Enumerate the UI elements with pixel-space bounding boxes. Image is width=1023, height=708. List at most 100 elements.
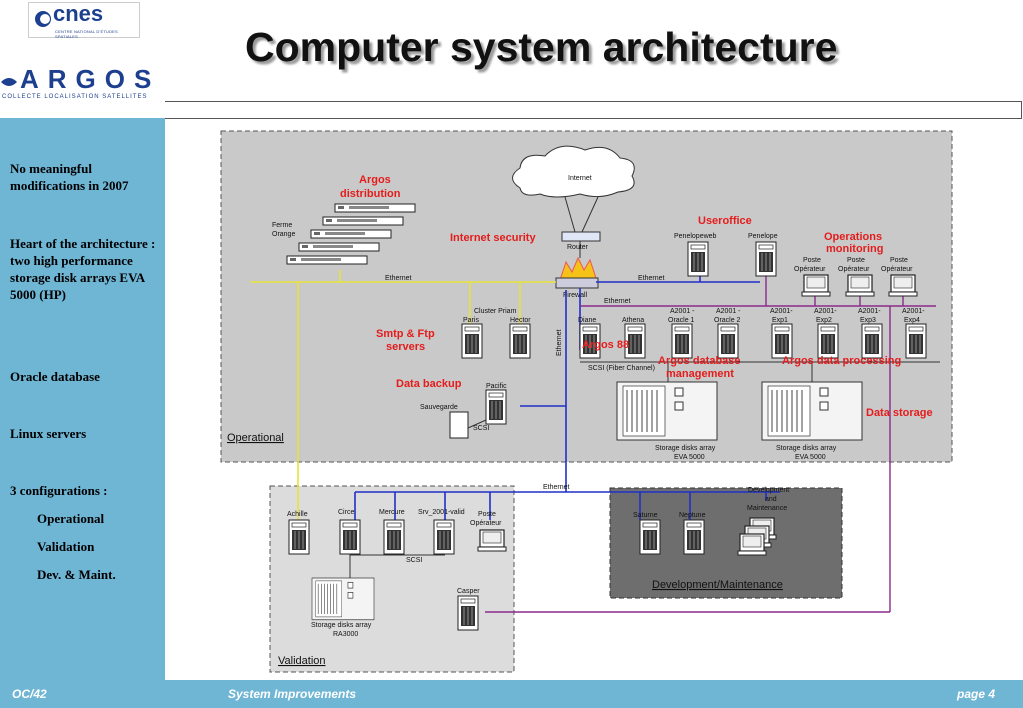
monitor-poste-valid-icon	[477, 529, 507, 552]
poste1-label-b: Opérateur	[794, 266, 826, 273]
server-srv-valid-icon	[433, 519, 455, 555]
internet-label: Internet	[568, 175, 592, 182]
smtp-ftp-label-a: Smtp & Ftp	[376, 328, 435, 340]
operations-monitoring-label-a: Operations	[824, 231, 882, 243]
db-management-label-b: management	[666, 368, 734, 380]
footer-left: OC/42	[12, 687, 47, 701]
eva1-label-a: Storage disks array	[655, 445, 716, 452]
sidebar-text-modifications: No meaningful modifications in 2007	[10, 161, 129, 193]
argos-distribution-label-a: Argos	[359, 174, 391, 186]
storage-eva2-icon	[761, 381, 863, 441]
rack-3-icon	[310, 229, 392, 239]
sidebar-config-operational: Operational	[37, 511, 105, 526]
server-oracle2-icon	[717, 323, 739, 359]
footer-page-number: page 4	[957, 687, 996, 701]
argos-logo-mark-icon	[1, 78, 17, 86]
oracle2-label-a: A2001 -	[716, 308, 741, 315]
exp3-label-a: A2001-	[858, 308, 881, 315]
poste2-label-a: Poste	[847, 257, 865, 264]
oracle1-label-a: A2001 -	[670, 308, 695, 315]
poste3-label-b: Opérateur	[881, 266, 913, 273]
cnes-logo-text: cnes	[53, 1, 104, 26]
poste3-label-a: Poste	[890, 257, 908, 264]
pacific-label: Pacific	[486, 383, 507, 390]
monitor-poste2-icon	[845, 274, 875, 297]
firewall-flame-icon	[559, 256, 597, 281]
server-paris-icon	[461, 323, 483, 359]
athena-label: Athena	[622, 317, 644, 324]
eva2-label-b: EVA 5000	[795, 454, 826, 461]
eva1-label-b: EVA 5000	[674, 454, 705, 461]
server-mercure-icon	[383, 519, 405, 555]
db-management-label-a: Argos database	[658, 355, 741, 367]
sidebar	[0, 118, 165, 680]
scsi-fc-label: SCSI (Fiber Channel)	[588, 365, 655, 372]
server-achille-icon	[288, 519, 310, 555]
firewall-icon	[555, 277, 599, 289]
data-backup-label: Data backup	[396, 378, 462, 390]
operations-monitoring-label-b: monitoring	[826, 243, 883, 255]
cluster-priam-label: Cluster Priam	[474, 308, 517, 315]
router-label: Router	[567, 244, 589, 251]
mercure-label: Mercure	[379, 509, 405, 516]
exp1-label-a: A2001-	[770, 308, 793, 315]
poste-valid-label-a: Poste	[478, 511, 496, 518]
sidebar-text-configurations: 3 configurations :	[10, 483, 108, 498]
link-internet-router-a	[564, 196, 576, 233]
argos-distribution-label-b: distribution	[340, 188, 401, 200]
oracle2-label-b: Oracle 2	[714, 317, 741, 324]
router-icon	[561, 231, 601, 242]
rack-4-icon	[298, 242, 380, 252]
internet-cloud-icon	[512, 145, 635, 198]
ethernet-label-validation: Ethernet	[543, 484, 570, 491]
scsi-backup-label: SCSI	[473, 425, 489, 432]
page-title: Computer system architecture	[245, 24, 838, 70]
rack-5-icon	[286, 255, 368, 265]
storage-eva1-icon	[616, 381, 718, 441]
sidebar-config-devmaint: Dev. & Maint.	[37, 567, 116, 582]
devmaint-label-b: and	[765, 496, 777, 503]
monitor-poste3-icon	[888, 274, 918, 297]
server-hector-icon	[509, 323, 531, 359]
footer-center: System Improvements	[228, 687, 357, 701]
footer-bar: OC/42 System Improvements page 4	[0, 680, 1023, 708]
diane-label: Diane	[578, 317, 596, 324]
cnes-logo-mark-icon	[35, 11, 51, 27]
devmaint-label-a: Development	[748, 487, 789, 494]
poste2-label-b: Opérateur	[838, 266, 870, 273]
exp4-label-a: A2001-	[902, 308, 925, 315]
server-exp3-icon	[861, 323, 883, 359]
circe-label: Circe	[338, 509, 354, 516]
argos-logo: ARGOS COLLECTE LOCALISATION SATELLITES	[0, 64, 166, 104]
rack-2-icon	[322, 216, 404, 226]
ra3000-label-a: Storage disks array	[311, 622, 372, 629]
ethernet-label-yellow: Ethernet	[385, 275, 412, 282]
cnes-logo-subtitle: CENTRE NATIONAL D'ÉTUDES SPATIALES	[55, 29, 118, 39]
server-penelopeweb-icon	[687, 241, 709, 277]
argos-logo-text: ARGOS	[20, 64, 161, 94]
poste-valid-label-b: Opérateur	[470, 520, 502, 527]
exp2-label-a: A2001-	[814, 308, 837, 315]
sidebar-text-linux: Linux servers	[10, 426, 87, 441]
penelope-label: Penelope	[748, 233, 778, 240]
ethernet-label-servers: Ethernet	[604, 298, 631, 305]
exp4-label-b: Exp4	[904, 317, 920, 324]
sidebar-text-heart: Heart of the architecture : two high per…	[10, 236, 156, 302]
server-oracle1-icon	[671, 323, 693, 359]
storage-ra3000-icon	[311, 577, 375, 621]
server-exp1-icon	[771, 323, 793, 359]
server-exp4-icon	[905, 323, 927, 359]
workstation-3-icon	[737, 533, 767, 556]
sauvegarde-label: Sauvegarde	[420, 404, 458, 411]
monitor-poste1-icon	[801, 274, 831, 297]
penelopeweb-label: Penelopeweb	[674, 233, 717, 240]
saturne-label: Saturne	[633, 512, 658, 519]
zone-devmaint-label: Development/Maintenance	[652, 579, 783, 591]
cnes-logo: cnes CENTRE NATIONAL D'ÉTUDES SPATIALES	[28, 1, 140, 39]
server-circe-icon	[339, 519, 361, 555]
sidebar-text-oracle: Oracle database	[10, 369, 100, 384]
achille-label: Achille	[287, 511, 308, 518]
eva2-label-a: Storage disks array	[776, 445, 837, 452]
useroffice-label: Useroffice	[698, 215, 752, 227]
argos88-label: Argos 88	[582, 339, 629, 351]
